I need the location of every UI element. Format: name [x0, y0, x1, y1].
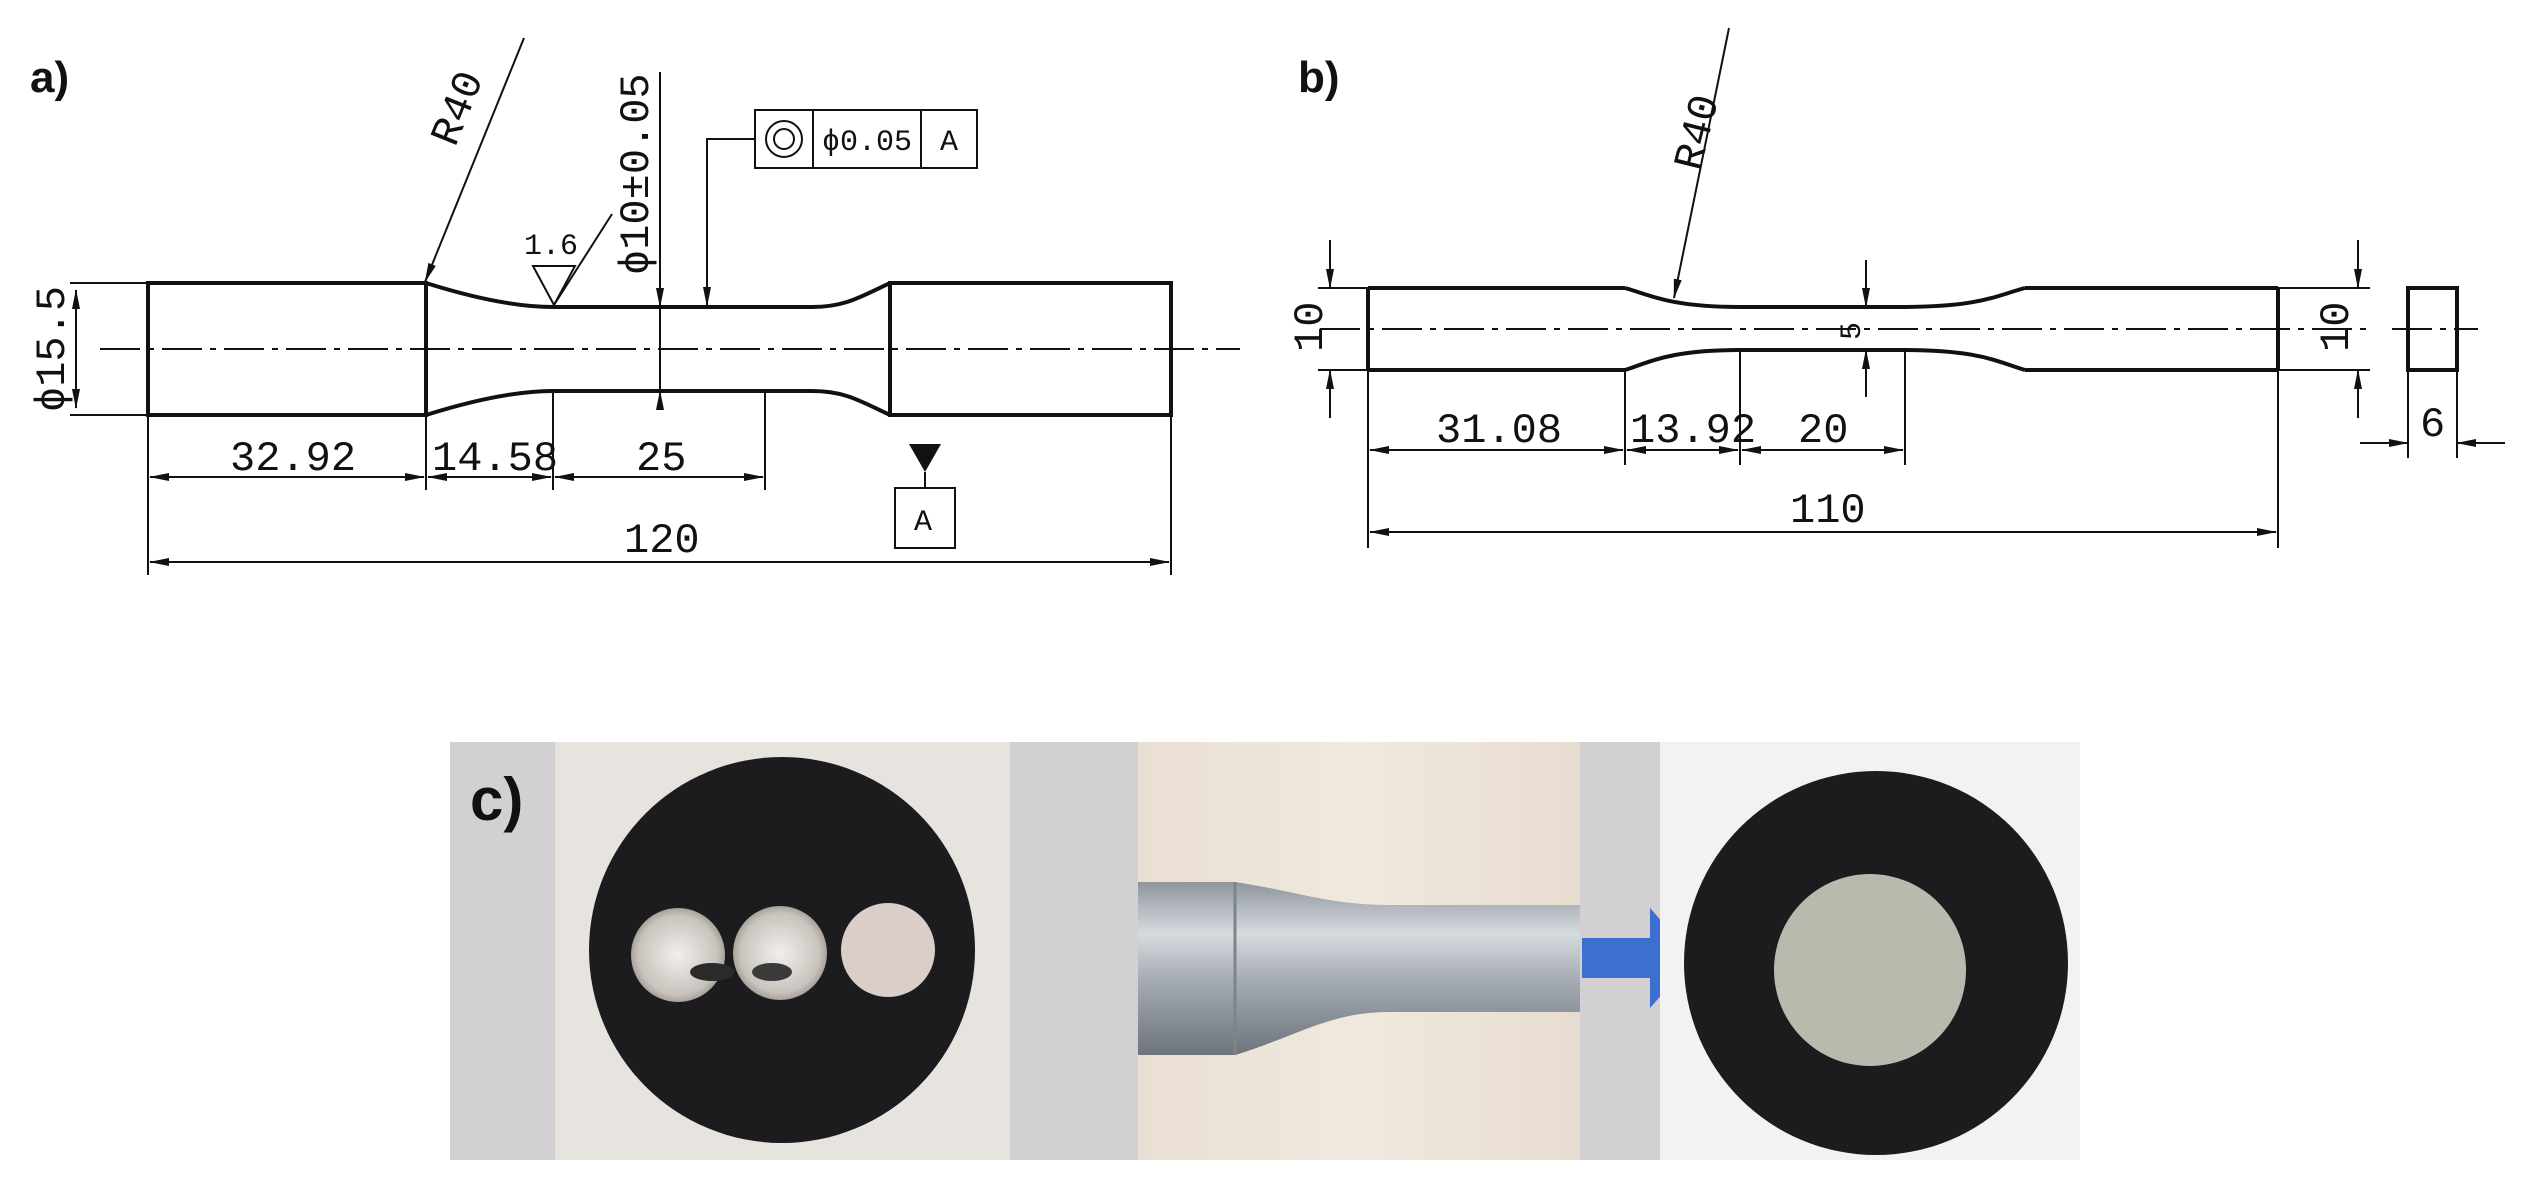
- photo-round-specimen: [1138, 742, 1580, 1160]
- panel-a: a) R40 ϕ15.5 ϕ10±0.05 1.6: [29, 37, 1240, 575]
- datum-triangle-icon: [909, 444, 941, 472]
- roughness-symbol: 1.6: [524, 213, 613, 308]
- sample-disc: [733, 906, 827, 1000]
- tolerance-leader: [703, 138, 755, 307]
- sample-disc: [1774, 874, 1966, 1066]
- sample-disc: [841, 903, 935, 997]
- concentricity-icon-inner: [773, 128, 795, 150]
- dim-a-0: 32.92: [230, 435, 356, 483]
- panel-b: b) R40 10 5 10: [1287, 27, 2505, 548]
- radius-leader-b: [1673, 27, 1730, 299]
- dim-a-1: 14.58: [432, 435, 558, 483]
- panel-c-label: c): [470, 766, 523, 833]
- tolerance-datum: A: [940, 126, 958, 160]
- photo-final-mount: [1660, 742, 2080, 1160]
- panel-b-label: b): [1298, 53, 1340, 102]
- radius-label-b: R40: [1666, 90, 1731, 175]
- dim-b-3: 110: [1790, 487, 1866, 535]
- sample-disc: [631, 908, 725, 1002]
- tolerance-value: ϕ0.05: [822, 126, 912, 160]
- diameter-mid-label: ϕ10±0.05: [613, 73, 661, 275]
- panel-c: c): [450, 742, 2080, 1160]
- height-left-label: 10: [1287, 302, 1335, 352]
- concentricity-icon: [765, 120, 803, 158]
- roughness-value: 1.6: [524, 230, 578, 264]
- dim-a-2: 25: [636, 435, 686, 483]
- diameter-end-label: ϕ15.5: [29, 286, 77, 412]
- radius-label-a: R40: [423, 65, 496, 153]
- panel-a-label: a): [30, 53, 69, 102]
- tolerance-frame: ϕ0.05 A: [703, 109, 978, 307]
- specimen-bar: [1138, 882, 1580, 1055]
- dim-b-1: 13.92: [1630, 407, 1756, 455]
- photo-mounted-samples: [555, 742, 1010, 1160]
- height-mid-label: 5: [1836, 322, 1870, 340]
- height-right-label: 10: [2313, 302, 2361, 352]
- dim-a-3: 120: [624, 517, 700, 565]
- thickness-label: 6: [2420, 401, 2445, 449]
- dim-b-0: 31.08: [1436, 407, 1562, 455]
- datum-symbol: A: [894, 444, 956, 549]
- dim-b-2: 20: [1798, 407, 1848, 455]
- datum-label: A: [914, 506, 932, 540]
- radius-leader-a: [424, 37, 525, 283]
